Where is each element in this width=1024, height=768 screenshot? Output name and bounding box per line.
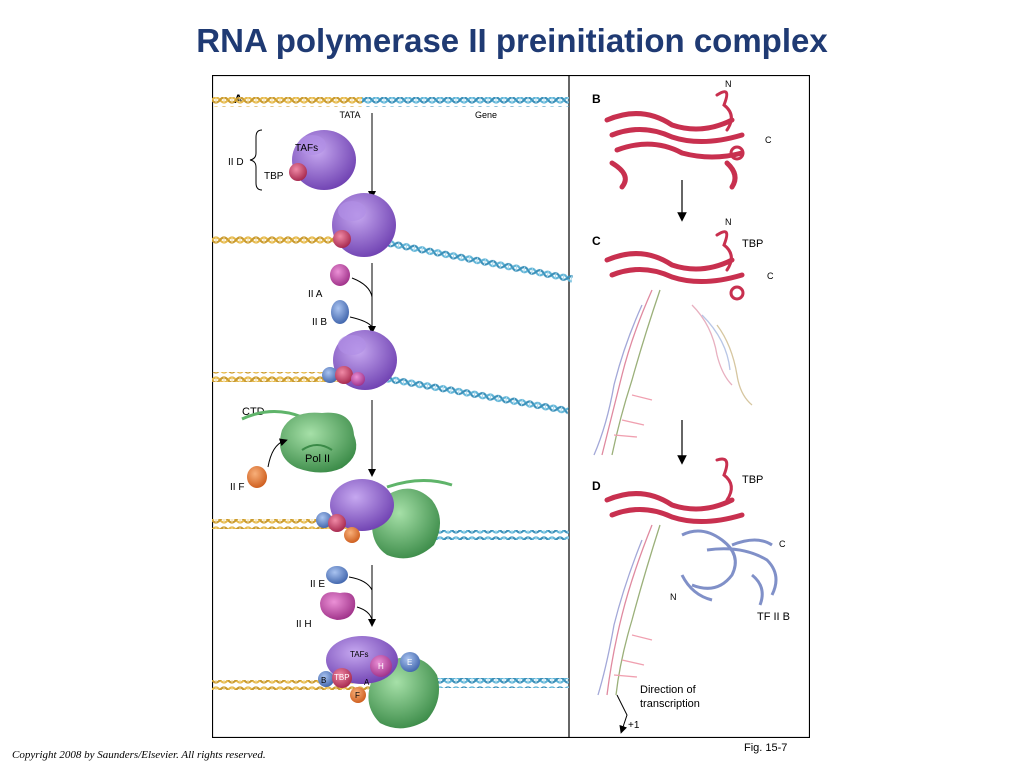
direction-line2: transcription [640,698,700,710]
tfiid-bound [332,193,396,257]
final-a-label: A [364,678,370,687]
iih-label: II H [296,619,312,630]
dna-step4-promoter [212,519,387,529]
pol-ii-free: Pol II [279,412,357,473]
copyright-notice: Copyright 2008 by Saunders/Elsevier. All… [12,749,266,761]
direction-arrow [616,694,628,734]
direction-line1: Direction of [640,684,697,696]
dna-final-promoter [212,680,387,690]
iif-label: II F [230,482,244,493]
tfiid-free: TAFs [289,130,356,190]
panel-c-c-label: C [767,271,774,281]
tbp-structure-b [604,90,745,190]
tata-label: TATA [340,110,361,120]
iia-label: II A [308,289,323,300]
final-b-label: B [321,676,326,685]
panel-b: B N C [592,79,772,222]
iie-label: II E [310,579,325,590]
panel-c-n-label: N [725,217,732,227]
final-h-label: H [378,662,384,671]
panel-c-tbp-label: TBP [742,238,763,250]
panel-b-c-label: C [765,135,772,145]
tbp-structure-c [604,230,745,301]
panel-c: C N TBP C [592,217,774,465]
panel-b-n-label: N [725,79,732,89]
dna-step3-promoter [212,372,377,382]
final-f-label: F [355,691,360,700]
final-tafs-label: TAFs [350,650,369,659]
dna-step3-gene [375,372,570,416]
slide-title: RNA polymerase II preinitiation complex [196,22,828,59]
pol-ii-label: Pol II [305,453,330,465]
tfiib-label: TF II B [757,611,790,623]
tfiia-blob [330,264,350,286]
figure-number: Fig. 15-7 [744,742,788,754]
dna-structure-d [597,524,661,696]
iid-brace [249,129,263,191]
dna-final-gene [387,678,569,688]
dna-structure-c [593,289,753,456]
tfiid-tfiia-tfiib-complex [322,330,397,390]
panel-d-n-label: N [670,592,677,602]
tfiib-blob [331,300,349,324]
figure-diagram: A TATA Gene II D TBP TAFs [212,75,810,738]
panel-d-c-label: C [779,539,786,549]
tfiif-blob [247,466,267,488]
panel-a: A TATA Gene II D TBP TAFs [212,92,574,729]
tbp-subunit [289,163,307,181]
plus-one-label: +1 [628,720,640,731]
preinitiation-complex: TAFs TBP B A F H E [318,636,440,729]
tafs-label: TAFs [295,143,318,154]
tfiie-blob [326,566,348,584]
dna-promoter-segment [212,97,362,107]
panel-d: D TBP C N TF II B Direction of transcrip… [592,457,790,734]
dna-step2-promoter [212,235,372,245]
dna-gene-segment [362,97,569,107]
dna-step4-gene [387,530,569,540]
gene-label: Gene [475,110,497,120]
complex-step4 [316,478,453,559]
panel-b-label: B [592,92,601,106]
tbp-structure-d [604,457,745,525]
panel-d-label: D [592,479,601,493]
iid-label: II D [228,157,244,168]
tbp-label: TBP [264,171,284,182]
iib-label: II B [312,317,327,328]
dna-step2-gene [370,234,574,284]
tfiib-structure [680,529,778,606]
panel-d-tbp-label: TBP [742,474,763,486]
tfiih-blob [320,592,356,620]
final-e-label: E [407,658,412,667]
panel-c-label: C [592,234,601,248]
final-tbp-label: TBP [334,673,350,682]
